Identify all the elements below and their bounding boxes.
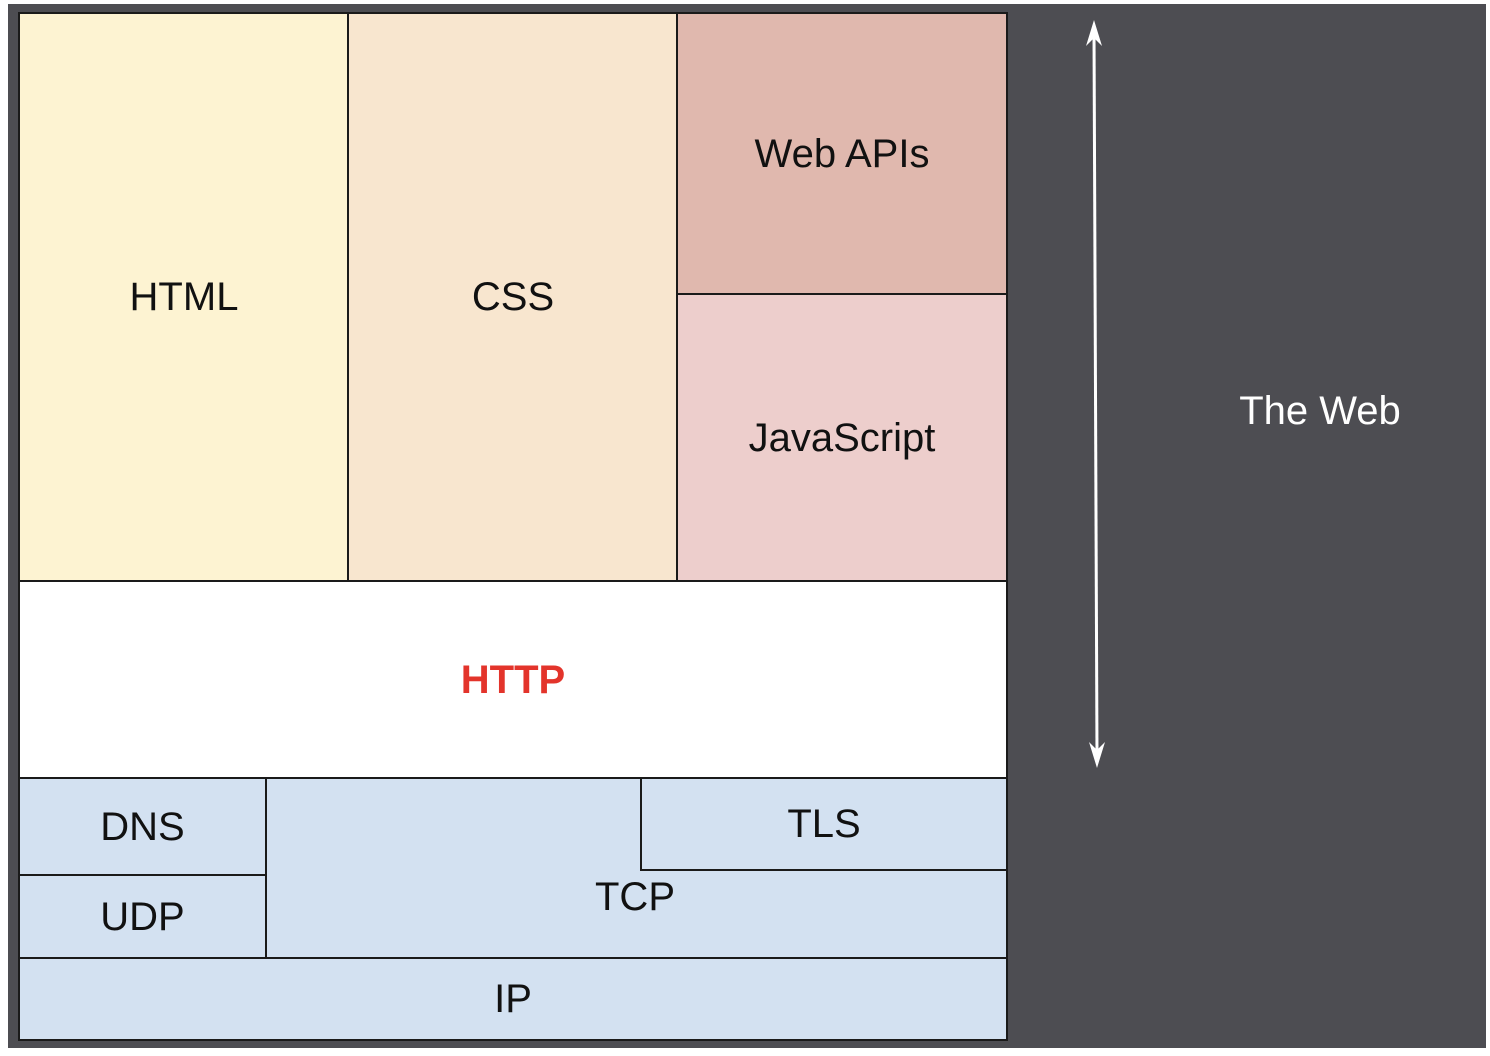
ip-label: IP [494, 976, 532, 1021]
tls-box: TLS [640, 777, 1008, 871]
http-box: HTTP [18, 580, 1008, 780]
dns-box: DNS [18, 777, 267, 877]
javascript-label: JavaScript [748, 415, 936, 460]
web-apis-label: Web APIs [754, 131, 930, 176]
css-label: CSS [471, 275, 555, 319]
html-box: HTML [18, 12, 350, 583]
dns-label: DNS [100, 804, 185, 849]
css-box: CSS [347, 12, 679, 583]
ip-box: IP [18, 957, 1008, 1041]
tls-label: TLS [787, 801, 861, 846]
the-web-label: The Web [1239, 389, 1401, 433]
udp-label: UDP [100, 894, 185, 939]
web-apis-box: Web APIs [676, 12, 1008, 296]
javascript-box: JavaScript [676, 293, 1008, 583]
tcp-label: TCP [595, 875, 675, 919]
http-label: HTTP [460, 657, 566, 702]
double-headed-vertical-arrow-icon [1086, 20, 1105, 768]
html-label: HTML [129, 275, 239, 319]
udp-box: UDP [18, 874, 267, 960]
